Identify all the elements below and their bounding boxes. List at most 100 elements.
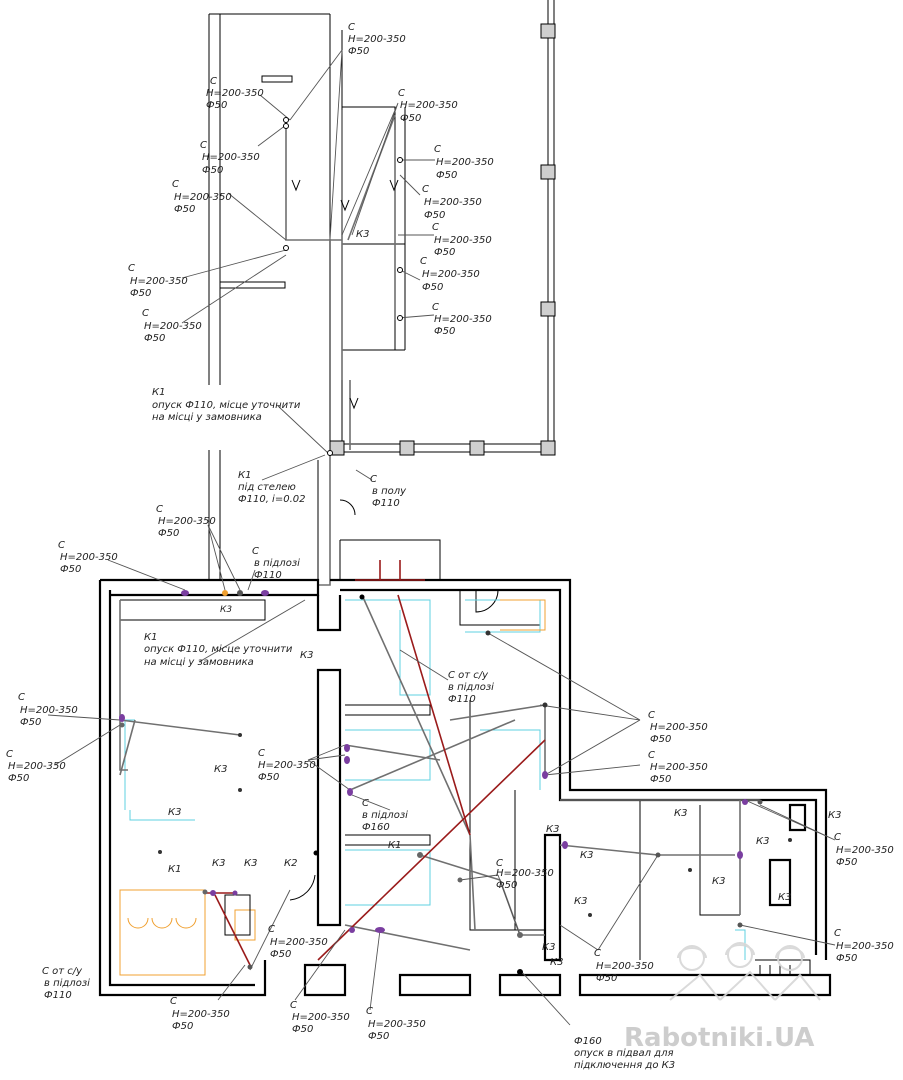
label-h: Н=200-350 (172, 1009, 230, 1020)
label-k3: К3 (580, 850, 593, 861)
label-in-floor: в підлозі (448, 681, 494, 693)
label-h: Н=200-350 (174, 192, 232, 203)
label-basement1: опуск в підвал для (574, 1047, 674, 1059)
label-c: С (142, 308, 149, 319)
label-c: С (432, 222, 439, 233)
label-h: Н=200-350 (8, 761, 66, 772)
structural-columns (329, 23, 556, 456)
label-h: Н=200-350 (434, 314, 492, 325)
label-h: Н=200-350 (424, 197, 482, 208)
label-f50: Ф50 (348, 46, 369, 57)
label-f50: Ф50 (292, 1024, 313, 1035)
label-k1-drop: опуск Ф110, місце уточнити (152, 399, 301, 411)
label-c: С (434, 144, 441, 155)
label-k3: К3 (546, 824, 559, 835)
label-h: Н=200-350 (202, 152, 260, 163)
label-h: Н=200-350 (368, 1019, 426, 1030)
label-f50: Ф50 (496, 880, 517, 891)
label-h: Н=200-350 (144, 321, 202, 332)
label-c: С (432, 302, 439, 313)
label-group-lower: С Н=200-350 Ф50 С в підлозі Ф110 С Н=200… (6, 504, 894, 1071)
label-k3: К3 (244, 858, 257, 869)
label-h: Н=200-350 (596, 961, 654, 972)
label-k3: К3 (220, 605, 232, 615)
label-f50: Ф50 (174, 204, 195, 215)
label-k1: К1 (168, 864, 181, 875)
flow-markers (291, 179, 399, 410)
label-k3: К3 (212, 858, 225, 869)
label-f50: Ф50 (436, 170, 457, 181)
label-k3: К3 (574, 896, 587, 907)
label-k3: К3 (712, 876, 725, 887)
label-f50: Ф50 (650, 734, 671, 745)
label-f50: Ф50 (650, 774, 671, 785)
label-c: С (128, 263, 135, 274)
label-c: С (172, 179, 179, 190)
upper-pipes (285, 110, 396, 586)
label-c: С (252, 546, 259, 557)
label-c: С (210, 76, 217, 87)
label-c: С (370, 474, 377, 485)
leader-lines (47, 49, 836, 1026)
label-c: С (834, 928, 841, 939)
label-h: Н=200-350 (436, 157, 494, 168)
label-f110: Ф110 (448, 694, 476, 705)
label-f160: Ф160 (574, 1036, 602, 1047)
label-c-from-su: С от с/у (448, 670, 489, 681)
label-f50: Ф50 (270, 949, 291, 960)
label-under-ceiling: під стелею (238, 481, 296, 493)
label-f110: Ф110 (44, 990, 72, 1001)
label-group-upper: С Н=200-350 Ф50 С Н=200-350 Ф50 С Н=200-… (128, 22, 494, 509)
label-f50: Ф50 (206, 100, 227, 111)
label-c: С (6, 749, 13, 760)
label-f50: Ф50 (130, 288, 151, 299)
label-h: Н=200-350 (270, 937, 328, 948)
label-k1-drop2: на місці у замовника (144, 656, 254, 668)
label-c: С (834, 832, 841, 843)
label-h: Н=200-350 (292, 1012, 350, 1023)
label-h: Н=200-350 (836, 845, 894, 856)
label-basement2: підключення до К3 (574, 1059, 675, 1071)
label-h: Н=200-350 (258, 760, 316, 771)
label-c: С (268, 924, 275, 935)
label-f50: Ф50 (368, 1031, 389, 1042)
label-k3: К3 (356, 229, 369, 240)
label-h: Н=200-350 (496, 868, 554, 879)
label-c: С (648, 710, 655, 721)
label-h: Н=200-350 (20, 705, 78, 716)
label-k1: К1 (238, 470, 251, 481)
label-k2: К2 (284, 858, 297, 869)
workers-logo-icon (669, 942, 821, 1001)
label-c: С (18, 692, 25, 703)
label-k3: К3 (214, 764, 227, 775)
label-f50: Ф50 (202, 165, 223, 176)
label-f160: Ф160 (362, 822, 390, 833)
watermark-text: Rabotniki.UA (624, 1023, 814, 1053)
label-c: С (594, 948, 601, 959)
label-f50: Ф50 (836, 857, 857, 868)
label-h: Н=200-350 (158, 516, 216, 527)
label-k1: К1 (144, 632, 157, 643)
label-f50: Ф50 (172, 1021, 193, 1032)
label-c: С (58, 540, 65, 551)
label-f50: Ф50 (424, 210, 445, 221)
watermark: Rabotniki.UA (624, 942, 821, 1053)
label-f50: Ф50 (836, 953, 857, 964)
label-h: Н=200-350 (836, 941, 894, 952)
label-f50: Ф50 (144, 333, 165, 344)
label-k3: К3 (674, 808, 687, 819)
lower-building-walls (98, 578, 832, 997)
label-c: С (420, 256, 427, 267)
label-h: Н=200-350 (422, 269, 480, 280)
label-f50: Ф50 (258, 772, 279, 783)
label-c: С (366, 1006, 373, 1017)
label-c: С (170, 996, 177, 1007)
label-h: Н=200-350 (60, 552, 118, 563)
label-k3: К3 (778, 892, 791, 903)
label-f50: Ф50 (400, 113, 421, 124)
label-f110-slope: Ф110, i=0.02 (238, 494, 305, 505)
label-c: С (348, 22, 355, 33)
label-k1-drop: опуск Ф110, місце уточнити (144, 643, 293, 655)
label-k3: К3 (828, 810, 841, 821)
